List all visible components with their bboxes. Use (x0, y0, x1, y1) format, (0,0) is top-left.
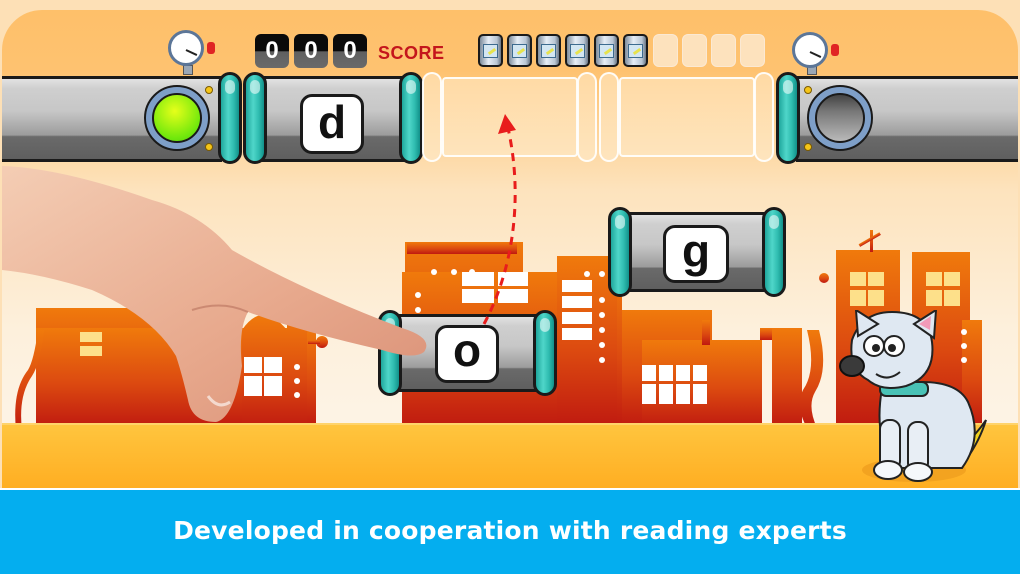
dog-food-can-icon (536, 34, 561, 67)
pipe-collar (243, 72, 267, 164)
banner-divider (0, 488, 1020, 490)
gauge-stem (183, 65, 193, 75)
gauge-knob (207, 42, 215, 54)
score-digit: 0 (255, 34, 289, 68)
empty-can-slot (740, 34, 765, 67)
drop-slot-collar (599, 72, 619, 162)
pipe-collar (533, 310, 557, 396)
dog-food-can-icon (507, 34, 532, 67)
game-stage: 0 0 0 SCORE d (2, 10, 1018, 488)
letter-o-label: o (435, 325, 499, 383)
score-digit: 0 (333, 34, 367, 68)
score-label: SCORE (378, 43, 445, 63)
pressure-gauge-icon (168, 30, 204, 66)
pointing-hand-icon (2, 166, 427, 422)
score-digit: 0 (294, 34, 328, 68)
target-letter-tile: d (300, 94, 364, 154)
empty-can-slot (653, 34, 678, 67)
pipe-collar (608, 207, 632, 297)
drop-slot-collar (422, 72, 442, 162)
letter-g-label: g (663, 225, 729, 283)
drop-slot-collar (754, 72, 774, 162)
pipe-collar (218, 72, 242, 164)
robot-dog-character-icon (839, 310, 987, 482)
dog-food-can-icon (594, 34, 619, 67)
dog-food-can-icon (478, 34, 503, 67)
empty-can-slot (682, 34, 707, 67)
rivet (205, 143, 213, 151)
pressure-gauge-icon (792, 32, 828, 68)
pipe-collar (776, 72, 800, 164)
dog-food-can-icon (565, 34, 590, 67)
drop-slot-end[interactable] (619, 77, 755, 157)
rivet (205, 86, 213, 94)
ground (2, 423, 1018, 488)
green-light-porthole-icon (144, 85, 210, 151)
rivet (804, 86, 812, 94)
pipe-collar (399, 72, 423, 164)
pipe-collar (762, 207, 786, 297)
rivet (804, 143, 812, 151)
empty-can-slot (711, 34, 736, 67)
drop-slot-collar (577, 72, 597, 162)
off-light-porthole-icon (807, 85, 873, 151)
caption-text: Developed in cooperation with reading ex… (173, 515, 847, 545)
dog-food-can-icon (623, 34, 648, 67)
drop-slot-middle[interactable] (442, 77, 578, 157)
caption-banner: Developed in cooperation with reading ex… (0, 490, 1020, 574)
gauge-knob (831, 44, 839, 56)
